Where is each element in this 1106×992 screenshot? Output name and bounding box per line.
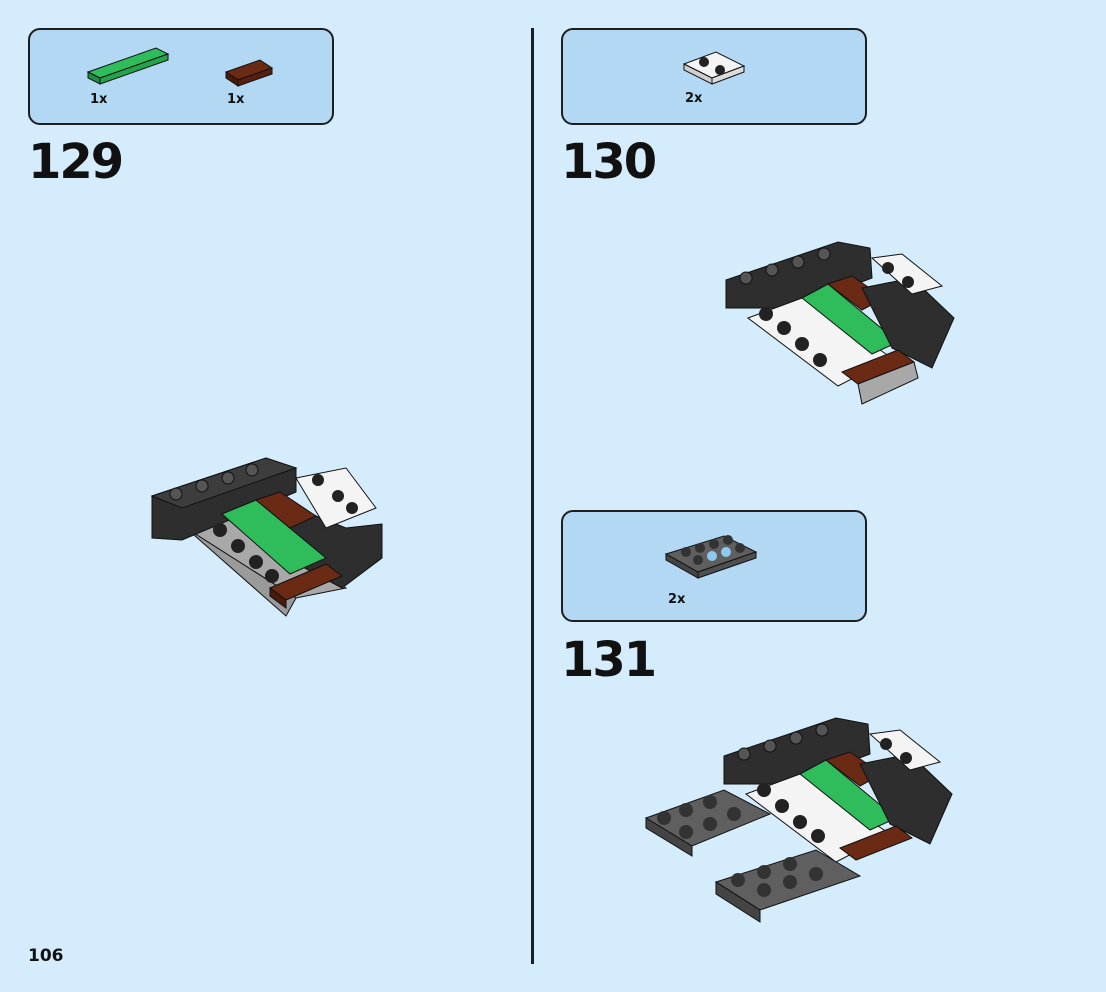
step-number: 131: [561, 632, 657, 688]
assembly-model-step-131: [644, 717, 953, 923]
page-number: 106: [28, 946, 64, 966]
dark-gray-plate-2x4-icon: [664, 535, 758, 579]
column-divider: [531, 28, 534, 964]
white-plate-2x2-icon: [682, 51, 746, 85]
part-quantity: 1x: [90, 92, 108, 107]
green-tile-1x4-icon: [86, 47, 170, 85]
assembly-model-step-130: [725, 241, 955, 405]
part-quantity: 1x: [227, 92, 245, 107]
parts-list-box: [28, 28, 334, 125]
assembly-model-step-129: [150, 457, 383, 617]
part-quantity: 2x: [685, 91, 703, 106]
part-quantity: 2x: [668, 592, 686, 607]
step-number: 130: [561, 134, 657, 190]
brown-tile-1x2-icon: [224, 59, 274, 87]
step-number: 129: [28, 134, 124, 190]
parts-list-box: [561, 28, 867, 125]
